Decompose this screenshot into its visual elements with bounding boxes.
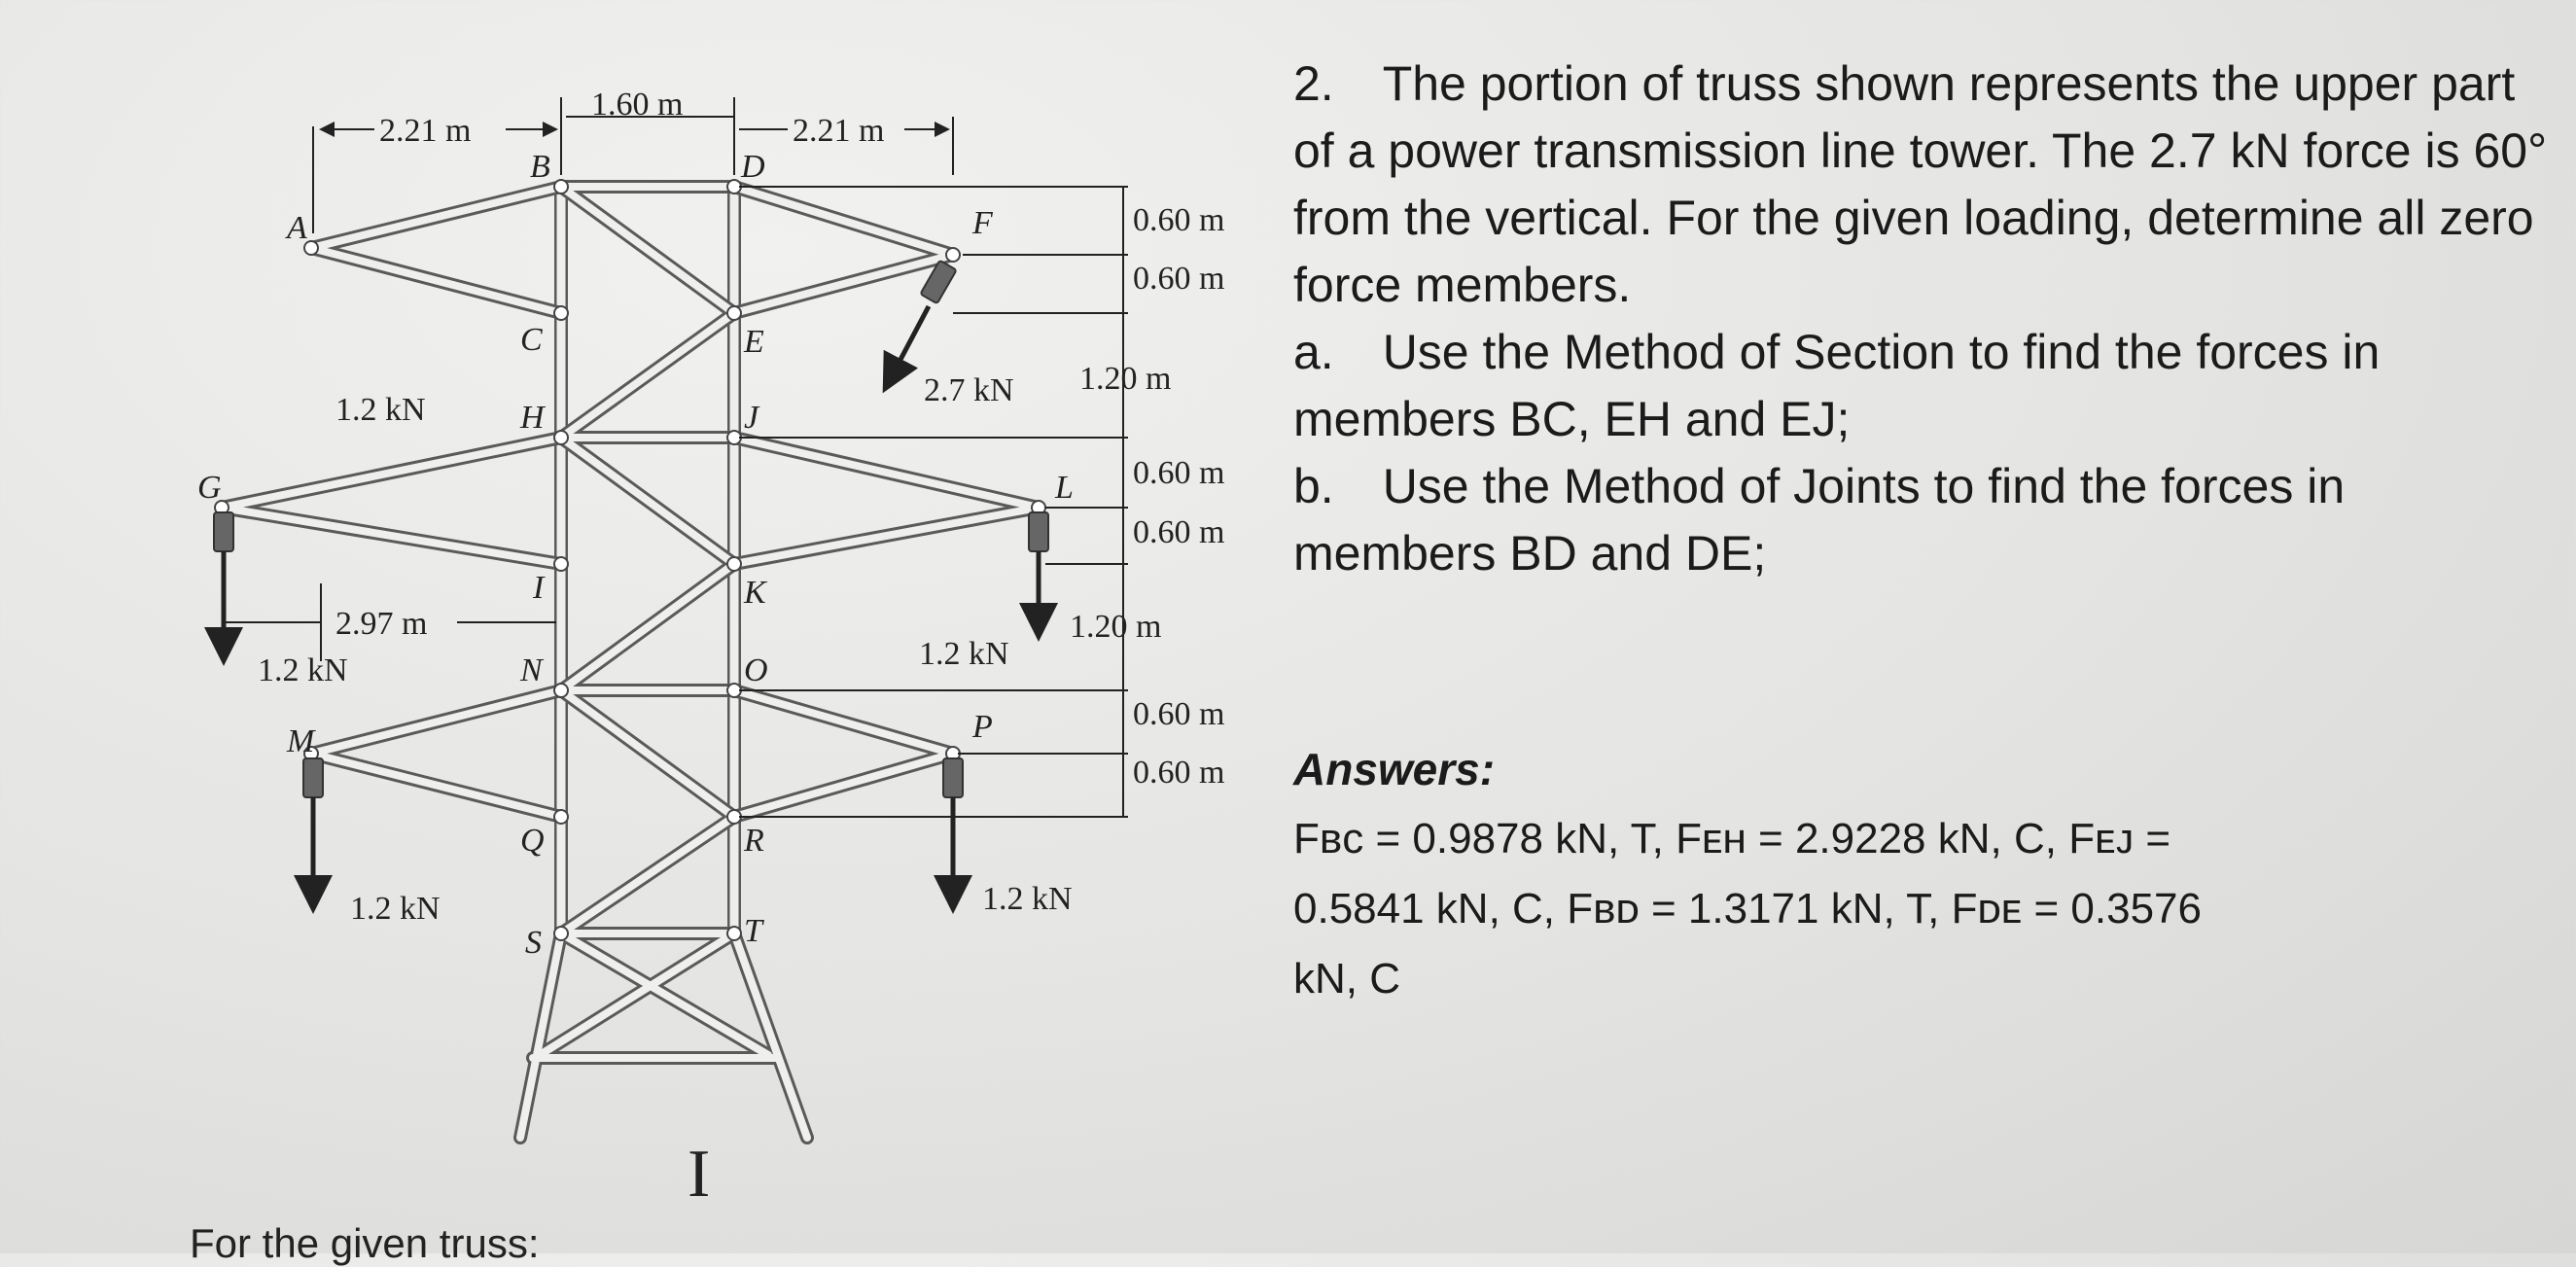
node-labels: A B C D E F G H I J K L M N O P Q R S T <box>197 149 1074 961</box>
load-l-label: 1.2 kN <box>919 636 1009 672</box>
answers-heading: Answers: <box>1293 744 1496 794</box>
dim-v6: 1.20 m <box>1070 609 1161 645</box>
problem-part-b: b. Use the Method of Joints to find the … <box>1293 459 2346 581</box>
load-f-label: 2.7 kN <box>924 372 1014 408</box>
node-t: T <box>744 913 764 949</box>
node-m: M <box>286 723 316 759</box>
insulator-m <box>302 757 324 798</box>
dim-gi: 2.97 m <box>335 606 427 642</box>
dim-v7: 0.60 m <box>1133 696 1224 732</box>
dim-v3: 1.20 m <box>1079 361 1171 397</box>
insulators <box>213 260 1049 798</box>
answers-block: Answers: Fʙᴄ = 0.9878 kN, T, Fᴇʜ = 2.922… <box>1293 734 2558 1014</box>
problem-part-a: a. Use the Method of Section to find the… <box>1293 325 2381 446</box>
text-cursor-icon: I <box>688 1137 711 1212</box>
insulator-l <box>1028 511 1049 552</box>
node-d: D <box>740 149 765 185</box>
problem-statement: 2. The portion of truss shown represents… <box>1293 51 2558 587</box>
load-m-label: 1.2 kN <box>350 891 441 927</box>
dim-v2: 0.60 m <box>1133 261 1224 297</box>
node-f: F <box>971 205 994 241</box>
load-g-label: 1.2 kN <box>258 652 348 688</box>
insulator-p <box>942 757 964 798</box>
problem-intro: 2. The portion of truss shown represents… <box>1293 56 2548 312</box>
load-upper-label: 1.2 kN <box>335 392 426 428</box>
node-b: B <box>530 149 550 185</box>
node-k: K <box>743 575 768 611</box>
node-i: I <box>532 570 546 606</box>
truss-diagram: 2.21 m 1.60 m 2.21 m 0.60 m 0.60 m 1.20 … <box>197 87 1224 1144</box>
dim-v1: 0.60 m <box>1133 202 1224 238</box>
dim-v4: 0.60 m <box>1133 455 1224 491</box>
dim-df: 2.21 m <box>793 113 884 149</box>
dim-v5: 0.60 m <box>1133 514 1224 550</box>
answers-line-1: Fʙᴄ = 0.9878 kN, T, Fᴇʜ = 2.9228 kN, C, … <box>1293 815 2171 862</box>
dimension-lines <box>226 97 1128 818</box>
dim-bd: 1.60 m <box>591 87 683 123</box>
next-question-cutoff: For the given truss: <box>190 1220 540 1266</box>
insulator-f <box>920 260 957 304</box>
answers-line-2: 0.5841 kN, C, Fʙᴅ = 1.3171 kN, T, Fᴅᴇ = … <box>1293 885 2202 933</box>
node-h: H <box>519 400 547 436</box>
dim-ab: 2.21 m <box>379 113 471 149</box>
load-arrows <box>204 304 1058 914</box>
node-j: J <box>744 400 760 436</box>
insulator-g <box>213 511 234 552</box>
node-p: P <box>971 709 993 745</box>
answers-line-3: kN, C <box>1293 955 1400 1003</box>
node-n: N <box>519 652 545 688</box>
node-e: E <box>743 324 764 360</box>
node-g: G <box>197 470 222 506</box>
node-a: A <box>285 210 307 246</box>
node-r: R <box>743 823 764 859</box>
node-q: Q <box>520 823 545 859</box>
node-c: C <box>520 322 543 358</box>
node-o: O <box>744 652 768 688</box>
node-l: L <box>1054 470 1074 506</box>
truss-joints <box>214 179 1046 941</box>
truss-members <box>215 180 1045 1144</box>
node-s: S <box>525 925 542 961</box>
load-p-label: 1.2 kN <box>982 881 1073 917</box>
dim-v8: 0.60 m <box>1133 755 1224 791</box>
